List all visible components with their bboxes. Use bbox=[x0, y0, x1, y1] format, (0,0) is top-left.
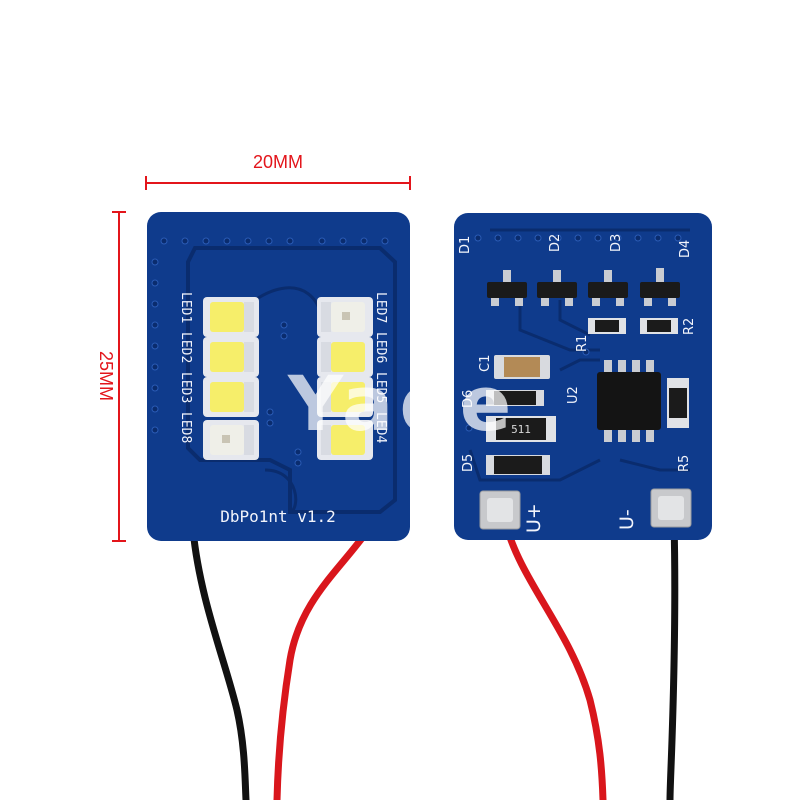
back-black-wire bbox=[666, 518, 679, 800]
resistor-r1 bbox=[588, 318, 626, 334]
transistor-d2 bbox=[537, 270, 577, 306]
label-u2: U2 bbox=[566, 386, 581, 404]
diode-d5 bbox=[486, 455, 550, 475]
label-d1: D1 bbox=[458, 236, 473, 254]
label-r1: R1 bbox=[575, 335, 590, 352]
led-5 bbox=[317, 377, 373, 417]
led-column-left bbox=[203, 297, 259, 460]
label-led4: LED4 bbox=[373, 412, 388, 443]
height-dimension: 25MM bbox=[96, 211, 126, 542]
label-r2: R2 bbox=[682, 318, 697, 335]
led-column-right bbox=[317, 297, 373, 460]
back-board: D1 D2 D3 D4 R1 R2 C1 D6 bbox=[454, 213, 712, 540]
led-6 bbox=[317, 337, 373, 377]
label-d2: D2 bbox=[548, 234, 563, 252]
led-2 bbox=[203, 337, 259, 377]
capacitor-c1 bbox=[494, 355, 550, 379]
label-d6: D6 bbox=[461, 390, 476, 408]
transistor-d3 bbox=[588, 270, 628, 306]
width-dimension: 20MM bbox=[145, 152, 411, 190]
label-led7: LED7 bbox=[373, 292, 388, 323]
label-led5: LED5 bbox=[373, 372, 388, 403]
label-led2: LED2 bbox=[178, 332, 193, 363]
led-labels-right: LED7 LED6 LED5 LED4 bbox=[373, 292, 388, 443]
label-led3: LED3 bbox=[178, 372, 193, 403]
transistor-d1 bbox=[487, 270, 527, 306]
width-label: 20MM bbox=[253, 152, 303, 172]
led-labels-left: LED1 LED2 LED3 LED8 bbox=[178, 292, 193, 443]
wires bbox=[189, 518, 679, 800]
resistor-r5 bbox=[667, 378, 689, 428]
led-4 bbox=[317, 420, 373, 460]
front-black-wire bbox=[189, 526, 250, 800]
label-d3: D3 bbox=[609, 234, 624, 252]
led-1 bbox=[203, 297, 259, 337]
ic-u2 bbox=[597, 360, 661, 442]
led-3 bbox=[203, 377, 259, 417]
label-led1: LED1 bbox=[178, 292, 193, 323]
front-board: LED1 LED2 LED3 LED8 LED7 LED6 LED5 LED4 … bbox=[147, 212, 410, 541]
label-u-plus: U+ bbox=[523, 503, 545, 533]
label-c1: C1 bbox=[478, 355, 493, 372]
front-vias bbox=[151, 237, 389, 467]
board-title: DbPo1nt v1.2 bbox=[220, 507, 336, 526]
diode-labels: D1 D2 D3 D4 bbox=[458, 234, 693, 258]
front-red-wire bbox=[273, 526, 372, 800]
diode-d6 bbox=[486, 390, 544, 406]
resistor-511: 511 bbox=[486, 416, 556, 442]
transistor-d4 bbox=[640, 268, 680, 306]
transistor-row bbox=[487, 268, 680, 306]
height-label: 25MM bbox=[96, 351, 116, 401]
led-8 bbox=[203, 420, 259, 460]
label-led8: LED8 bbox=[178, 412, 193, 443]
label-u-minus: U- bbox=[616, 509, 638, 530]
watermark: Yade bbox=[287, 359, 517, 448]
pad-minus bbox=[650, 488, 692, 528]
label-r5: R5 bbox=[677, 455, 692, 472]
marking-511: 511 bbox=[511, 423, 531, 436]
label-d5: D5 bbox=[461, 454, 476, 472]
led-7 bbox=[317, 297, 373, 337]
pad-plus bbox=[479, 490, 521, 530]
resistor-r2 bbox=[640, 318, 678, 334]
label-led6: LED6 bbox=[373, 332, 388, 363]
label-d4: D4 bbox=[678, 240, 693, 258]
back-red-wire bbox=[502, 520, 607, 800]
